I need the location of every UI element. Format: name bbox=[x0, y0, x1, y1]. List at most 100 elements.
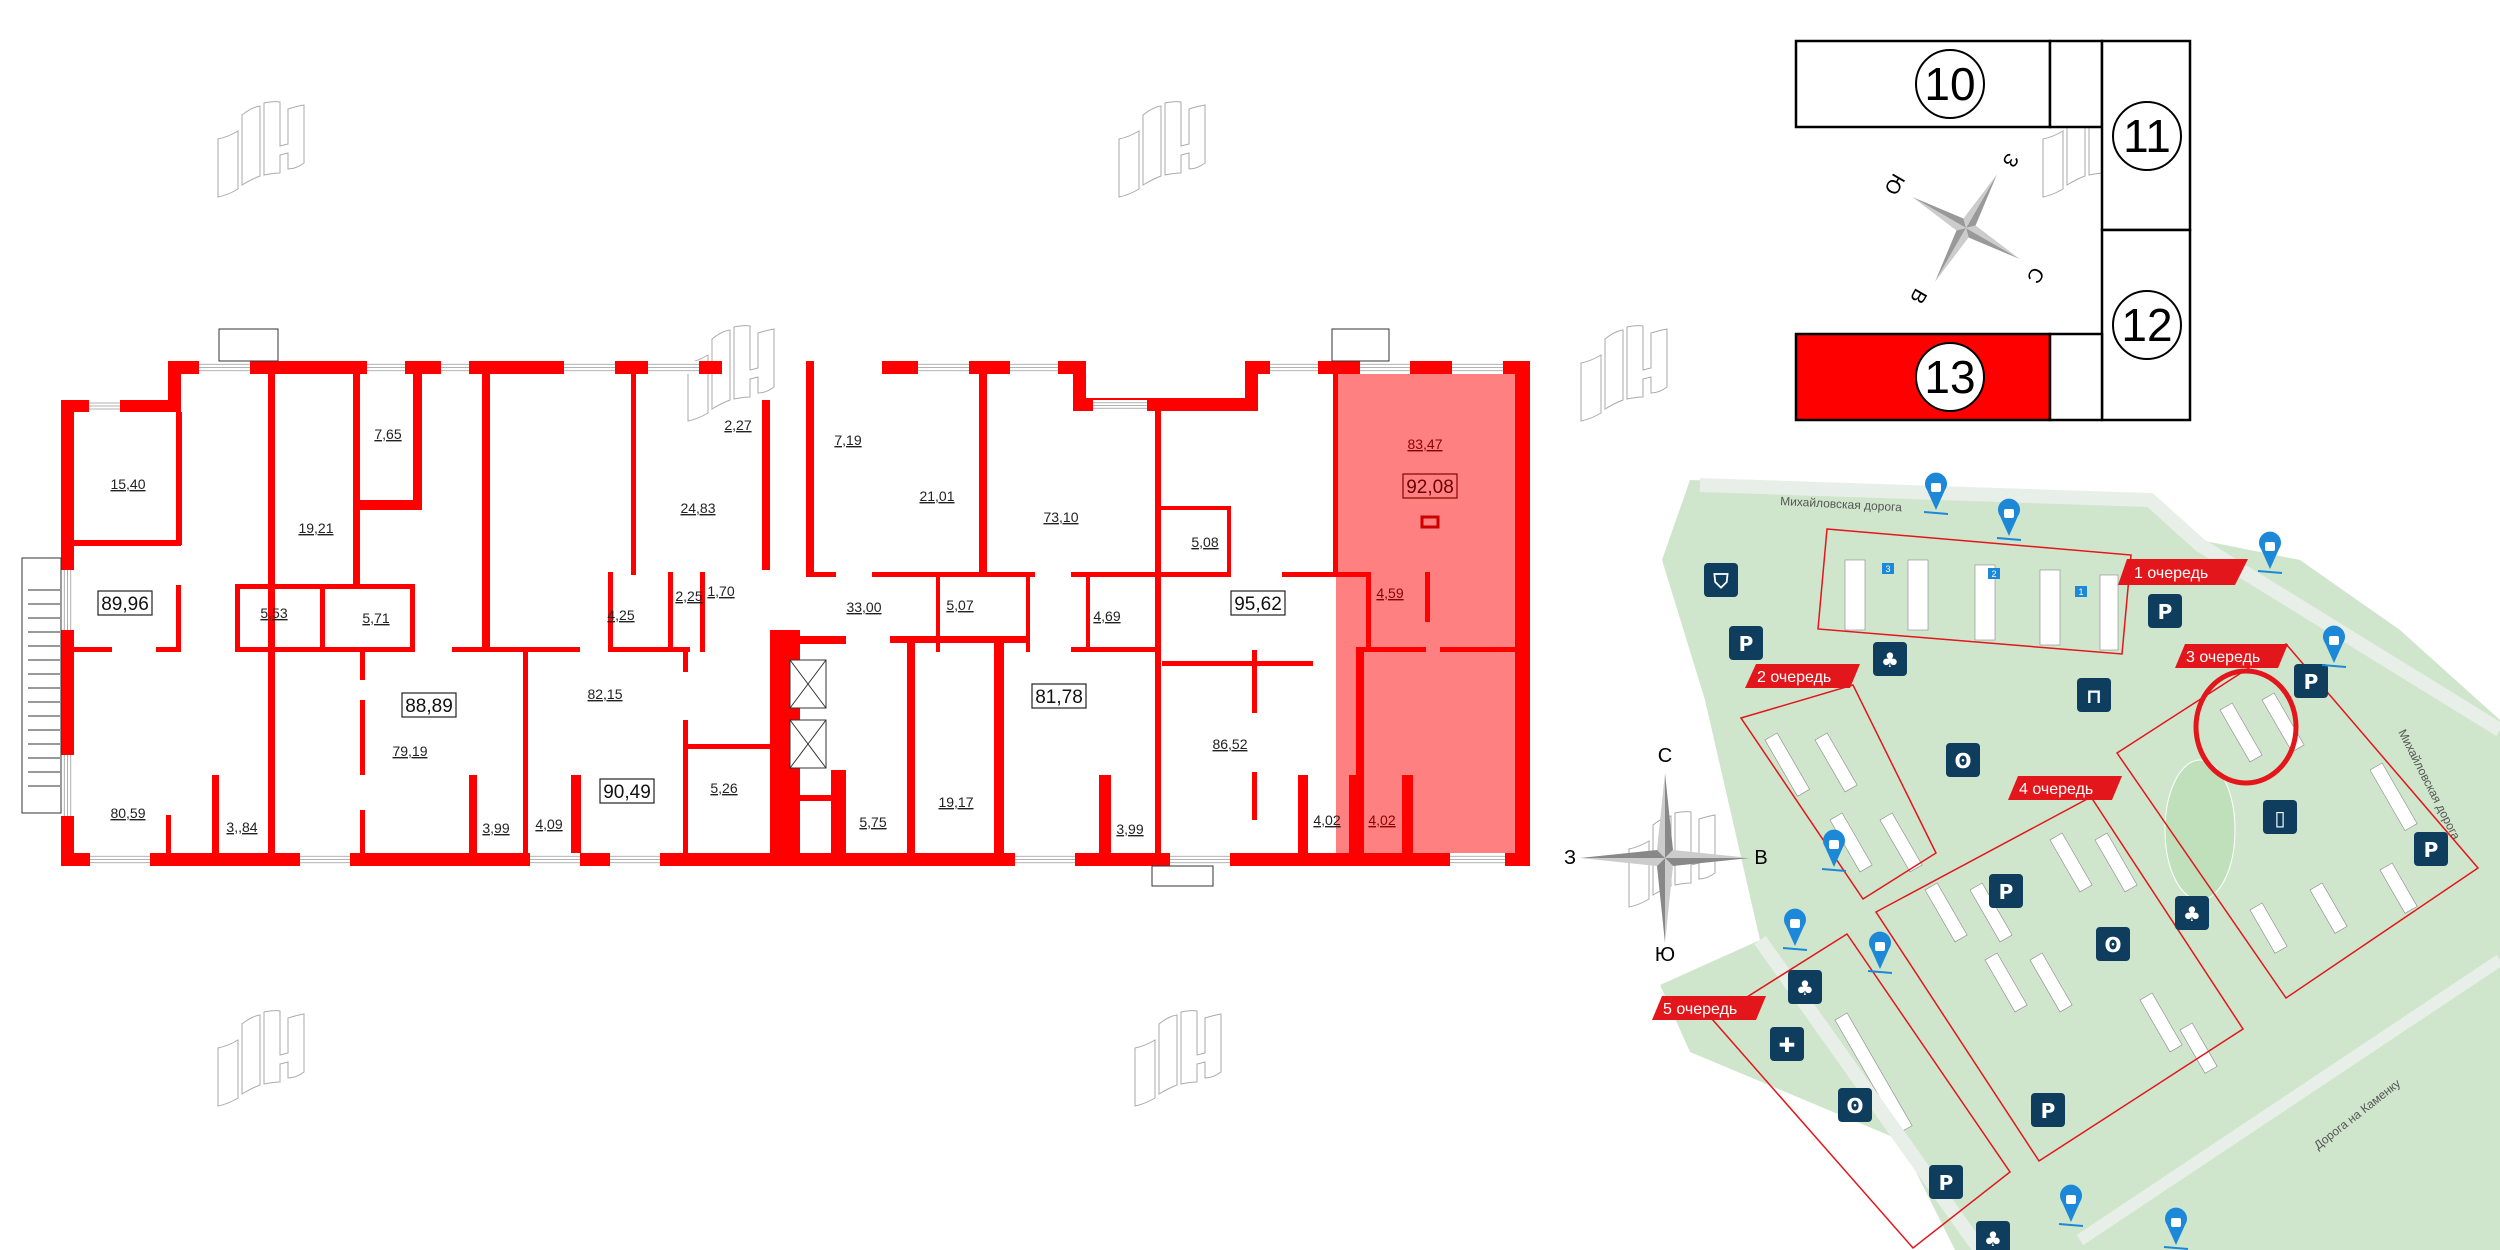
selected-room-area: 83,47 bbox=[1407, 436, 1442, 452]
parking-icon[interactable]: P bbox=[2294, 664, 2328, 698]
wall bbox=[360, 700, 365, 775]
bus-stop-icon[interactable] bbox=[2321, 625, 2347, 668]
parking-icon[interactable]: P bbox=[1989, 874, 2023, 908]
parking-icon[interactable]: P bbox=[2148, 594, 2182, 628]
queue-tag[interactable]: 2 очередь bbox=[1745, 664, 1860, 688]
wall bbox=[61, 400, 89, 412]
building-number-badge: 2 bbox=[1988, 568, 2000, 579]
room-area: 73,10 bbox=[1043, 509, 1078, 525]
unit-total[interactable]: 88,89 bbox=[401, 692, 457, 718]
building bbox=[1814, 732, 1858, 793]
svg-text:P: P bbox=[2041, 1099, 2056, 1123]
window bbox=[90, 853, 150, 866]
building-number-badge: 3 bbox=[1882, 563, 1894, 574]
unit-total[interactable]: 95,62 bbox=[1230, 590, 1286, 616]
map-compass-icon bbox=[1580, 773, 1750, 943]
bus-stop-icon[interactable] bbox=[2163, 1207, 2189, 1250]
building bbox=[1829, 812, 1873, 873]
bus-stop-icon[interactable] bbox=[1996, 498, 2022, 541]
section-label: 12 bbox=[2121, 299, 2172, 351]
wall bbox=[1440, 647, 1520, 652]
queue-tag[interactable]: 1 очередь bbox=[2118, 559, 2248, 585]
queue-1-zone[interactable] bbox=[1817, 528, 2132, 655]
svg-text:▯: ▯ bbox=[2274, 806, 2285, 830]
parking-icon[interactable]: P bbox=[2031, 1093, 2065, 1127]
wall bbox=[360, 810, 365, 866]
kindergarten-teddy-icon[interactable]: ʘ bbox=[1838, 1088, 1872, 1122]
watermark-logo-icon bbox=[1118, 101, 1206, 198]
selected-unit-total[interactable]: 92,08 bbox=[1402, 473, 1458, 499]
building bbox=[2029, 952, 2073, 1013]
room-area: 3,99 bbox=[1116, 821, 1143, 837]
unit-total[interactable]: 89,96 bbox=[97, 590, 153, 616]
wall bbox=[1245, 361, 1258, 411]
window bbox=[300, 853, 350, 866]
wall bbox=[235, 584, 240, 652]
parking-icon[interactable]: P bbox=[1729, 626, 1763, 660]
watermark-logo-icon bbox=[217, 101, 305, 198]
building bbox=[2049, 832, 2093, 893]
queue-5-zone[interactable] bbox=[1710, 932, 2012, 1250]
building bbox=[2039, 569, 2061, 646]
queue-tag-label: 5 очередь bbox=[1663, 1001, 1737, 1018]
kindergarten-teddy-icon[interactable]: ʘ bbox=[1946, 743, 1980, 777]
building bbox=[1764, 732, 1811, 797]
svg-text:P: P bbox=[1739, 632, 1754, 656]
queue-tag[interactable]: 3 очередь bbox=[2175, 644, 2288, 668]
gym-icon[interactable]: ⊓ bbox=[2077, 678, 2111, 712]
building bbox=[2179, 1022, 2218, 1074]
park-tree-icon[interactable]: ♣ bbox=[1788, 970, 1822, 1004]
wall bbox=[61, 540, 181, 546]
school-book-icon[interactable]: ▯ bbox=[2263, 800, 2297, 834]
selected-room-area: 4,59 bbox=[1376, 585, 1403, 601]
section-13-annex bbox=[2048, 332, 2104, 422]
room-area: 80,59 bbox=[110, 805, 145, 821]
wall bbox=[631, 374, 636, 575]
room-area: 4,02 bbox=[1313, 812, 1340, 828]
svg-text:ʘ: ʘ bbox=[1846, 1094, 1863, 1118]
park-tree-icon[interactable]: ♣ bbox=[1873, 642, 1907, 676]
wall bbox=[700, 572, 705, 652]
section-label: 10 bbox=[1924, 58, 1975, 110]
room-area: 86,52 bbox=[1212, 736, 1247, 752]
shopping-bag-icon[interactable]: ⛉ bbox=[1704, 563, 1738, 597]
window bbox=[1452, 361, 1503, 374]
bus-stop-icon[interactable] bbox=[1782, 908, 1808, 951]
wall bbox=[1073, 361, 1086, 411]
queue-tag[interactable]: 4 очередь bbox=[2008, 776, 2122, 800]
room-area: 5,07 bbox=[946, 597, 973, 613]
wall bbox=[994, 636, 1004, 866]
selected-room-area: 4,02 bbox=[1368, 812, 1395, 828]
window bbox=[89, 400, 120, 412]
unit-total[interactable]: 81,78 bbox=[1031, 683, 1087, 709]
queue-4-zone[interactable] bbox=[1874, 796, 2245, 1163]
clinic-cross-icon[interactable]: ✚ bbox=[1770, 1027, 1804, 1061]
svg-text:3: 3 bbox=[1885, 564, 1890, 574]
bus-stop-icon[interactable] bbox=[1821, 829, 1847, 872]
bus-stop-icon[interactable] bbox=[2058, 1184, 2084, 1227]
unit-total[interactable]: 90,49 bbox=[599, 778, 655, 804]
wall bbox=[806, 572, 836, 577]
bus-stop-icon[interactable] bbox=[2257, 531, 2283, 574]
kindergarten-teddy-icon[interactable]: ʘ bbox=[2096, 927, 2130, 961]
wall bbox=[1515, 361, 1530, 866]
queue-3-zone[interactable] bbox=[2115, 643, 2480, 1000]
queue-tag[interactable]: 5 очередь bbox=[1652, 996, 1766, 1020]
column-marker bbox=[1420, 515, 1440, 529]
wall bbox=[890, 636, 1028, 643]
wall bbox=[1155, 411, 1161, 866]
queue-2-zone[interactable] bbox=[1739, 684, 1937, 901]
parking-icon[interactable]: P bbox=[2414, 832, 2448, 866]
parking-icon[interactable]: P bbox=[1929, 1165, 1963, 1199]
building bbox=[1844, 559, 1866, 631]
building bbox=[2219, 702, 2263, 763]
wall bbox=[683, 650, 688, 672]
bus-stop-icon[interactable] bbox=[1923, 472, 1949, 515]
wall bbox=[608, 572, 613, 652]
park-tree-icon[interactable]: ♣ bbox=[2175, 896, 2209, 930]
map-compass-east: В bbox=[1754, 847, 1767, 869]
bus-stop-icon[interactable] bbox=[1867, 931, 1893, 974]
svg-text:ʘ: ʘ bbox=[2104, 933, 2121, 957]
room-area: 5,53 bbox=[260, 605, 287, 621]
park-tree-icon[interactable]: ♣ bbox=[1976, 1221, 2010, 1250]
